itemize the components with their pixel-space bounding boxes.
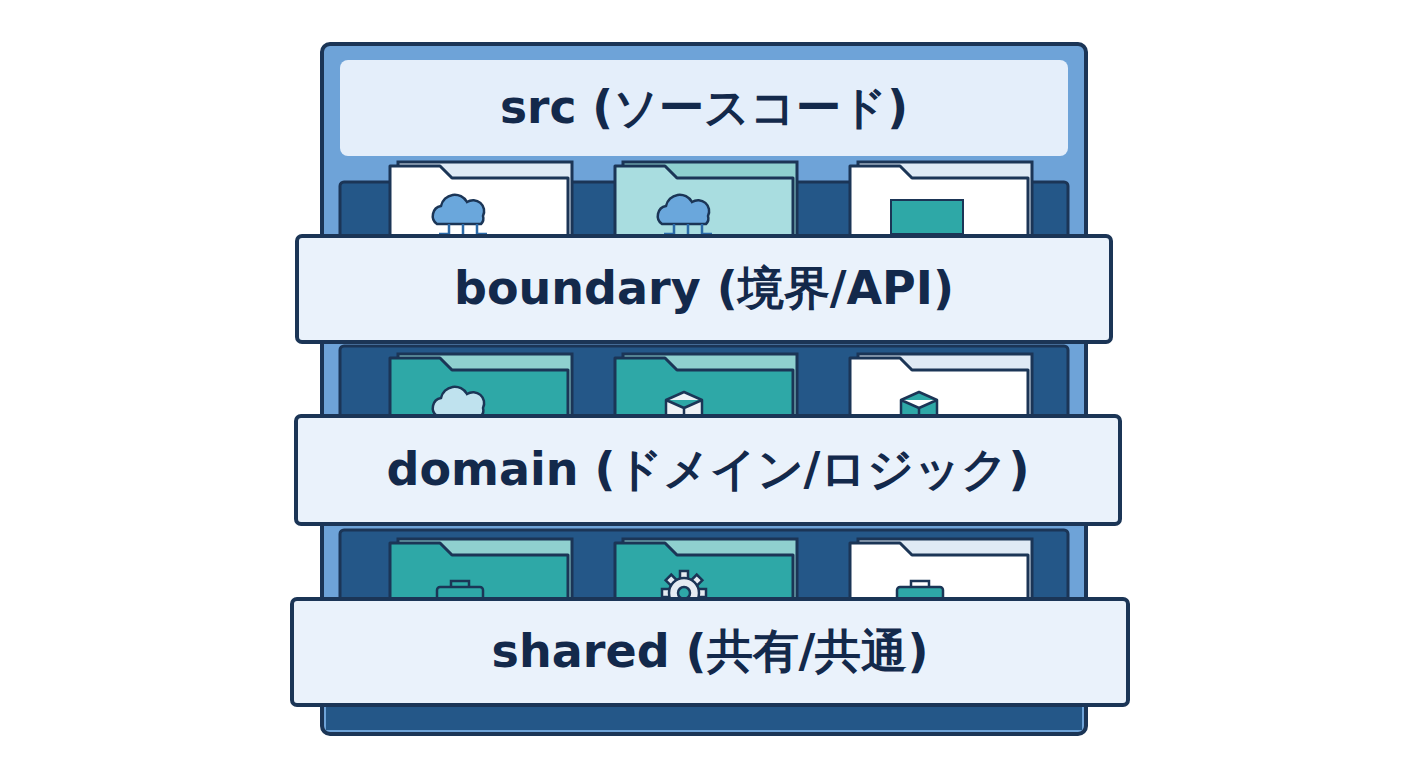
layer-label: boundary (境界/API) xyxy=(454,258,954,320)
layer-label: domain (ドメイン/ロジック) xyxy=(387,439,1030,501)
layer-band: shared (共有/共通) xyxy=(290,597,1130,707)
layer-band: domain (ドメイン/ロジック) xyxy=(294,414,1122,526)
layer-band: boundary (境界/API) xyxy=(295,234,1113,344)
layer-label: shared (共有/共通) xyxy=(492,621,929,683)
source-panel: src (ソースコード) boundary (境界/API) domain (ドメイ… xyxy=(320,42,1088,736)
panel-heading: src (ソースコード) xyxy=(340,60,1068,156)
